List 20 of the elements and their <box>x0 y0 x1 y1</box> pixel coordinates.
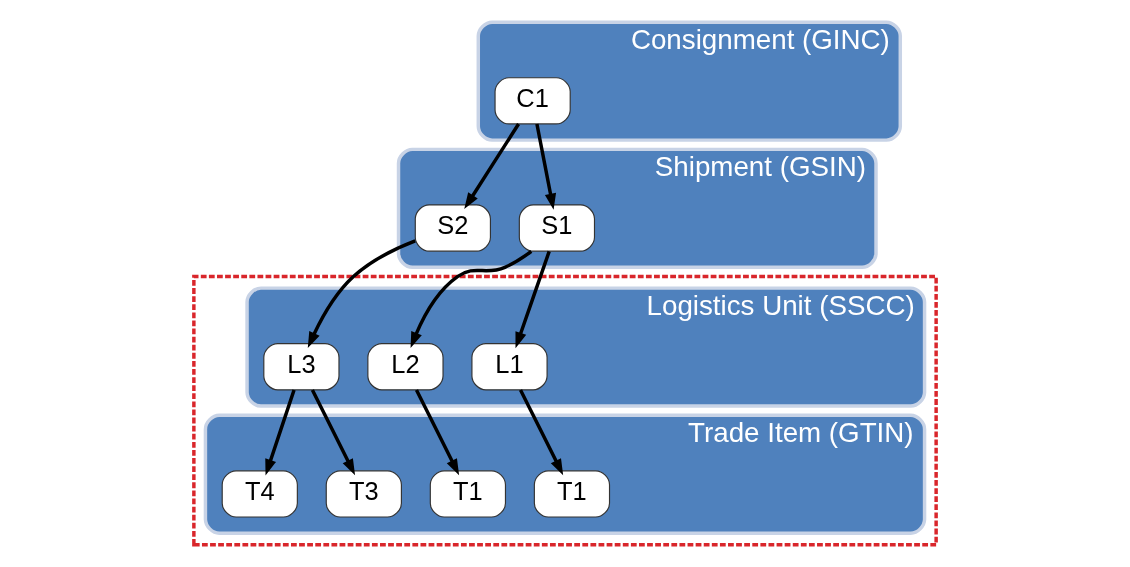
arrow <box>410 250 533 349</box>
arrow <box>265 389 296 476</box>
arrow <box>307 239 416 349</box>
arrow <box>518 389 564 476</box>
node-box: L2 <box>367 343 444 391</box>
arrow <box>515 250 551 349</box>
node-box: T3 <box>325 470 402 518</box>
node-box: L3 <box>263 343 340 391</box>
node-box: S1 <box>518 204 596 252</box>
node-box: S2 <box>414 204 491 252</box>
node-box: T4 <box>221 470 298 518</box>
arrow <box>464 123 520 210</box>
arrow <box>310 389 356 476</box>
arrow <box>414 389 460 476</box>
cluster <box>192 274 938 547</box>
node-box: L1 <box>471 343 548 391</box>
arrow <box>535 123 557 210</box>
node-box: T1 <box>429 470 507 518</box>
node-box: T1 <box>533 470 611 518</box>
node-box: C1 <box>494 77 571 125</box>
